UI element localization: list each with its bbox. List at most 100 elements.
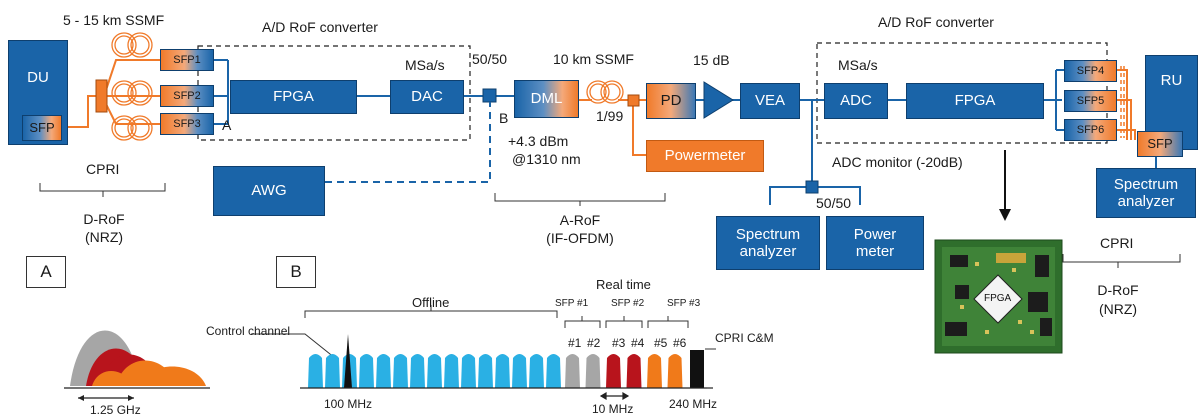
braces	[39, 183, 1181, 268]
sa-left-line1: Spectrum	[735, 225, 801, 243]
drof-left-line2: (NRZ)	[84, 229, 124, 245]
drof-left-line1: D-RoF	[83, 211, 125, 227]
drof-right-line1: D-RoF	[1097, 282, 1139, 298]
offline-channel	[546, 354, 561, 388]
msas-left-label: MSa/s	[405, 57, 445, 73]
fibers-left	[62, 59, 160, 128]
ad-rof-right-label: A/D RoF converter	[878, 14, 994, 30]
adc-monitor-label: ADC monitor (-20dB)	[832, 154, 963, 170]
point-a-label: A	[222, 117, 232, 133]
ru-label: RU	[1160, 72, 1183, 89]
sfp4-module: SFP4	[1064, 60, 1117, 82]
msas-right-label: MSa/s	[838, 57, 878, 73]
freq-10-label: 10 MHz	[592, 402, 634, 416]
dac-block: DAC	[390, 80, 464, 114]
fpga-right-block: FPGA	[906, 83, 1044, 119]
spectrum-analyzer-left-block: Spectrum analyzer	[716, 216, 820, 270]
offline-channel	[308, 354, 323, 388]
sfp-group-3-label: SFP #3	[667, 298, 701, 309]
sfp-group-2-label: SFP #2	[611, 298, 645, 309]
sfp6-module: SFP6	[1064, 119, 1117, 141]
offline-channel	[376, 354, 391, 388]
power-meter-block: Power meter	[826, 216, 924, 270]
pd-block: PD	[646, 83, 696, 119]
splitter-5050-bottom	[805, 180, 819, 194]
offline-label: Offline	[412, 295, 450, 310]
spectrum-analyzer-right-block: Spectrum analyzer	[1096, 168, 1196, 218]
fiber-spool-10km	[586, 80, 624, 104]
panel-a-spectrum	[64, 330, 210, 401]
ch3-label: #3	[612, 336, 626, 350]
offline-channel	[495, 354, 510, 388]
sfp-ru: SFP	[1137, 131, 1183, 157]
cpri-cm-channel	[690, 350, 704, 388]
sa-left-line2: analyzer	[739, 243, 797, 260]
ssmf-10km-label: 10 km SSMF	[553, 51, 634, 67]
splitter-left	[95, 79, 108, 113]
freq-240-label: 240 MHz	[669, 397, 718, 411]
electrical-lines-middle	[696, 69, 1064, 205]
offline-channel	[325, 354, 340, 388]
adc-block: ADC	[824, 83, 888, 119]
fibers-right-dashed	[1120, 66, 1125, 138]
split-5050-bottom-label: 50/50	[816, 195, 852, 211]
tap-1-99-label: 1/99	[596, 108, 624, 124]
offline-channel	[427, 354, 442, 388]
sfp5-module: SFP5	[1064, 90, 1117, 112]
offline-channel	[444, 354, 459, 388]
realtime-channel	[565, 354, 580, 388]
split-5050-top-label: 50/50	[472, 51, 508, 67]
awg-block: AWG	[213, 166, 325, 216]
sfp3-module: SFP3	[160, 113, 214, 135]
arrow-head	[999, 209, 1011, 221]
arof-line1: A-RoF	[559, 212, 601, 228]
offline-channel	[529, 354, 544, 388]
sfp-du-label: SFP	[29, 119, 55, 135]
amplifier-triangle	[703, 81, 734, 119]
gain-15db-label: 15 dB	[693, 52, 730, 68]
offline-channel	[410, 354, 425, 388]
drof-right-line2: (NRZ)	[1098, 301, 1138, 317]
real-time-label: Real time	[596, 277, 651, 292]
cpri-cm-label: CPRI C&M	[715, 331, 774, 345]
freq-100-label: 100 MHz	[324, 397, 373, 411]
offline-channel	[478, 354, 493, 388]
ch6-label: #6	[673, 336, 687, 350]
dml-block: DML	[514, 80, 579, 118]
ch4-label: #4	[631, 336, 645, 350]
awg-dashed-link	[325, 102, 491, 183]
sa-right-line2: analyzer	[1117, 193, 1175, 210]
realtime-channel	[626, 354, 642, 388]
sfp-du: SFP	[22, 115, 62, 141]
fpga-chip-label: FPGA	[984, 293, 1012, 304]
offline-channel	[512, 354, 527, 388]
bw-125-label: 1.25 GHz	[90, 403, 141, 417]
sfp1-module: SFP1	[160, 49, 214, 71]
fpga-left-block: FPGA	[230, 80, 357, 114]
fiber-spools-left	[111, 32, 153, 141]
point-b-label: B	[499, 110, 509, 126]
combiner-5050-top	[482, 88, 497, 103]
panel-a-label: A	[26, 256, 66, 288]
powermeter-orange-block: Powermeter	[646, 140, 764, 172]
offline-channel	[359, 354, 374, 388]
ad-rof-right-box	[816, 42, 1108, 144]
ssmf-left-label: 5 - 15 km SSMF	[63, 12, 165, 28]
cpri-left-label: CPRI	[86, 161, 120, 177]
panel-b-label: B	[276, 256, 316, 288]
ad-rof-left-label: A/D RoF converter	[262, 19, 378, 35]
vea-block: VEA	[740, 83, 800, 119]
electrical-lines-left	[214, 59, 514, 125]
arrow-10mhz	[599, 391, 630, 401]
control-channel-spike	[344, 334, 352, 388]
realtime-channel	[585, 354, 601, 388]
fibers-right	[1117, 69, 1136, 140]
tap-coupler	[627, 94, 640, 107]
wavelength-label: @1310 nm	[512, 151, 581, 167]
offline-channel	[393, 354, 408, 388]
launch-power-label: +4.3 dBm	[508, 133, 569, 149]
ch2-label: #2	[587, 336, 601, 350]
pm-line1: Power	[853, 225, 897, 243]
